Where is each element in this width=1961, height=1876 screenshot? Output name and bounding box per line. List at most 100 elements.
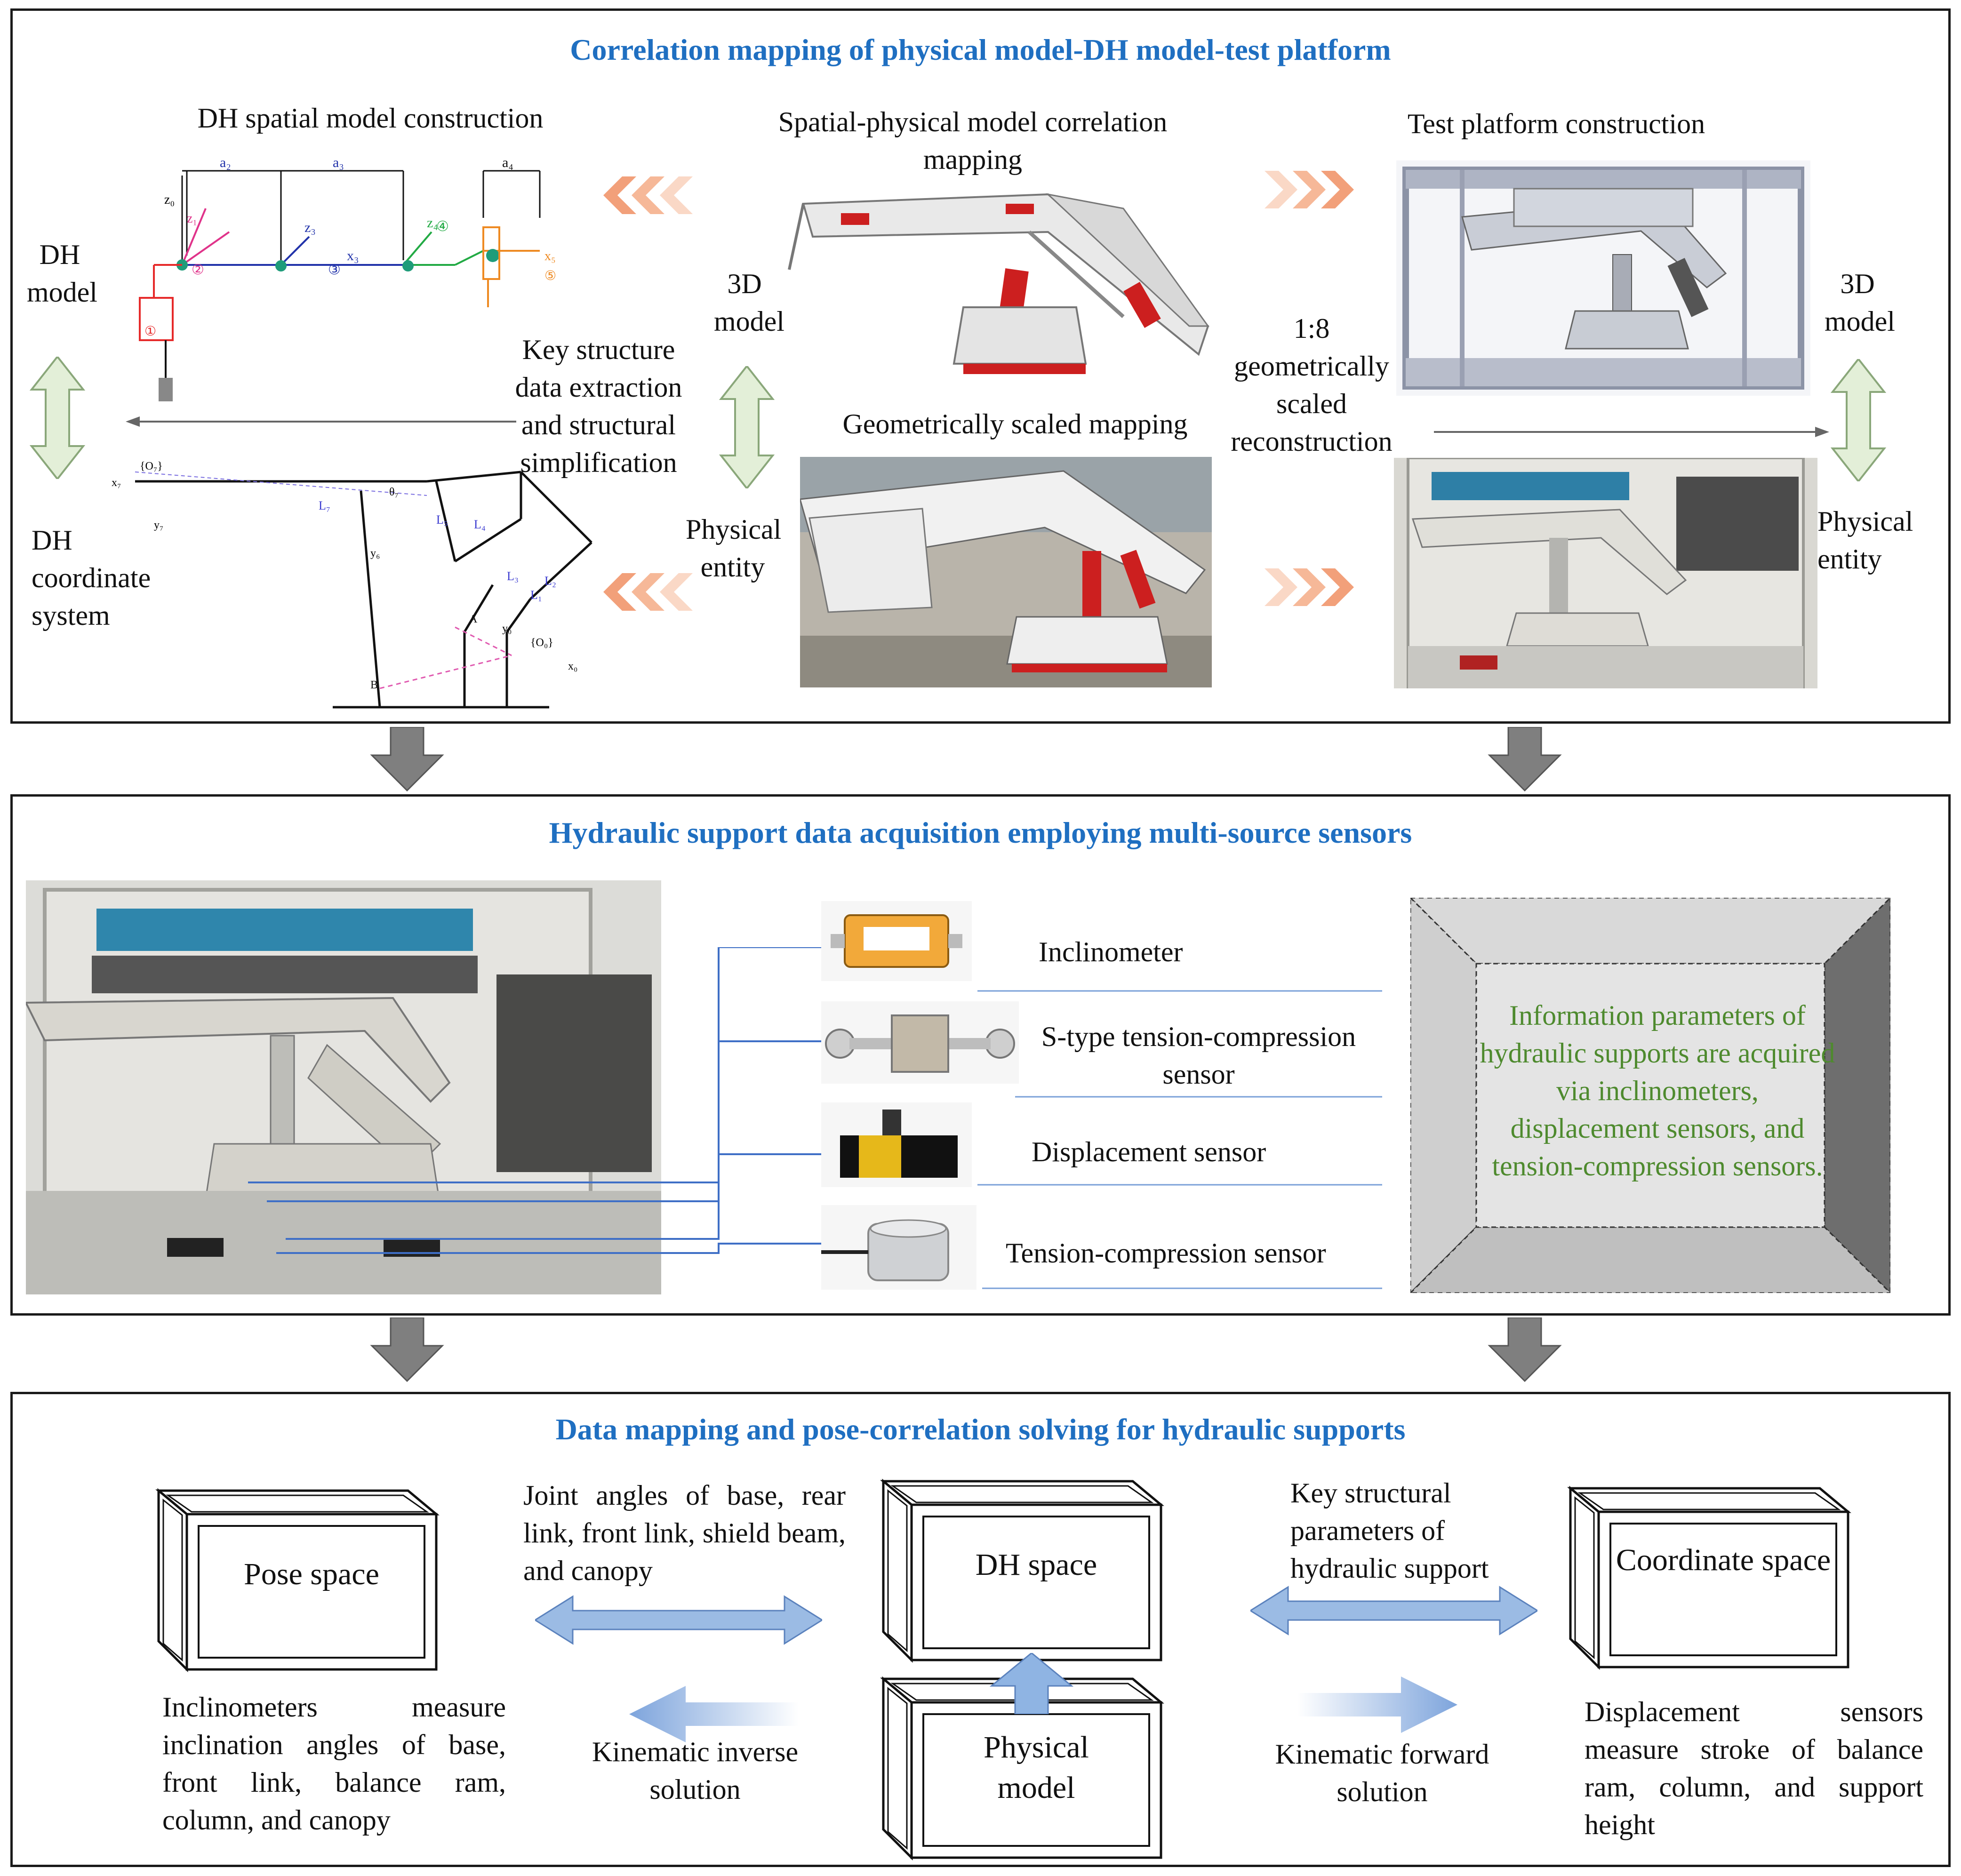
right-double-arrow (1830, 359, 1887, 481)
down-arrow-left-1 (370, 727, 444, 792)
svg-text:L₇: L₇ (319, 499, 330, 512)
displacement-sensor-image (821, 1102, 972, 1187)
right-flow-arrow (1434, 427, 1829, 437)
sensor-label-s-type: S-type tension-compression sensor (1041, 1021, 1356, 1090)
test-platform-3d-render (1396, 160, 1810, 396)
svg-text:z₄: z₄ (427, 215, 438, 231)
left-flow-arrow (126, 416, 516, 427)
key-params-text: Key structural parameters of hydraulic s… (1290, 1477, 1489, 1584)
key-structure-text: Key structure data extraction and struct… (515, 334, 682, 478)
panel1-title: Correlation mapping of physical model-DH… (570, 33, 1391, 66)
svg-text:z₁: z₁ (187, 211, 197, 226)
sensor-label-inclinometer: Inclinometer (1039, 936, 1183, 967)
svg-text:x₇: x₇ (112, 477, 121, 489)
svg-text:θ₇: θ₇ (389, 486, 399, 498)
panel2-title: Hydraulic support data acquisition emplo… (549, 816, 1412, 849)
pose-space-box (155, 1488, 440, 1673)
scaled-reconstruction-text: 1:8 geometrically scaled reconstruction (1231, 313, 1393, 457)
svg-text:{O₇}: {O₇} (140, 460, 163, 472)
dh-model-label: DH model (27, 239, 97, 308)
test-platform-photo (1394, 458, 1817, 688)
svg-text:L₂: L₂ (544, 574, 556, 588)
panel-data-acquisition: Hydraulic support data acquisition emplo… (10, 794, 1951, 1316)
svg-text:②: ② (192, 262, 204, 278)
svg-text:A: A (469, 613, 478, 625)
physical-model-label: Physical model (984, 1730, 1089, 1805)
svg-text:x₃: x₃ (347, 248, 359, 263)
mid-double-arrow (719, 366, 775, 488)
svg-text:L₃: L₃ (507, 569, 519, 583)
geo-scaled-mapping: Geometrically scaled mapping (842, 408, 1188, 439)
dh-model-diagram: a₂ a₃ a₄ z₀ z₁ z₃ x₃ z₄ x₅ ⑤ ④ ③ ② ① (139, 157, 556, 401)
svg-text:y₇: y₇ (154, 519, 163, 531)
sensor-label-displacement: Displacement sensor (1032, 1136, 1266, 1167)
joint-angles-text: Joint angles of base, rear link, front l… (523, 1480, 846, 1586)
model-3d-label-right: 3D model (1825, 268, 1895, 337)
down-arrow-right-1 (1488, 727, 1562, 792)
underline-1 (977, 990, 1382, 992)
svg-text:①: ① (144, 324, 156, 339)
panel3-title: Data mapping and pose-correlation solvin… (555, 1413, 1406, 1446)
svg-text:L₄: L₄ (474, 518, 486, 531)
info-frame (1410, 898, 1890, 1293)
svg-text:z₀: z₀ (164, 192, 175, 207)
down-arrow-right-2 (1488, 1317, 1562, 1382)
arrow-inverse-solution (629, 1686, 799, 1742)
dh-double-arrow (29, 357, 86, 479)
underline-4 (982, 1287, 1382, 1289)
dh-construction-title: DH spatial model construction (197, 103, 544, 134)
underline-3 (977, 1184, 1382, 1186)
dh-coordinate-label: DH coordinate system (32, 525, 151, 631)
chevron-right-bottom (1265, 568, 1354, 606)
sensor-label-tension: Tension-compression sensor (1006, 1237, 1326, 1269)
tension-sensor-image (821, 1205, 976, 1290)
double-arrow-pose-dh (535, 1595, 822, 1645)
test-platform-title: Test platform construction (1407, 108, 1705, 139)
forward-solution-text: Kinematic forward solution (1275, 1739, 1489, 1807)
coordinate-space-box (1567, 1485, 1851, 1670)
s-type-sensor-image (821, 1001, 1019, 1084)
up-arrow-physical-to-dh (989, 1653, 1074, 1714)
info-text: Information parameters of hydraulic supp… (1480, 1000, 1835, 1181)
svg-text:a₂: a₂ (220, 157, 231, 170)
displacement-description: Displacement sensors measure stroke of b… (1585, 1696, 1923, 1840)
svg-text:x₀: x₀ (568, 660, 577, 672)
svg-text:L₅: L₅ (436, 513, 448, 527)
model-3d-label-mid: 3D model (714, 268, 784, 337)
panel-data-mapping: Data mapping and pose-correlation solvin… (10, 1392, 1951, 1867)
double-arrow-dh-coord (1250, 1586, 1537, 1636)
svg-text:B: B (370, 679, 378, 691)
svg-text:③: ③ (328, 262, 341, 278)
svg-text:x₅: x₅ (544, 249, 556, 263)
dh-space-label: DH space (975, 1548, 1097, 1582)
chevron-left-top (603, 176, 693, 214)
panel-correlation-mapping: Correlation mapping of physical model-DH… (10, 8, 1951, 724)
physical-entity-photo (800, 457, 1212, 687)
inverse-solution-text: Kinematic inverse solution (592, 1736, 799, 1805)
underline-2 (1015, 1096, 1382, 1098)
svg-text:{O₀}: {O₀} (530, 637, 553, 649)
svg-text:a₄: a₄ (502, 157, 513, 170)
dh-coordinate-diagram: {O₇} x₇ y₇ L₇ θ₇ y₆ {O₀} x₀ y₀ L₁ A B L₅… (112, 460, 592, 709)
chevron-right-top (1265, 171, 1354, 208)
svg-text:⑤: ⑤ (544, 269, 556, 283)
chevron-left-bottom (603, 573, 693, 611)
physical-entity-mid: Physical entity (686, 514, 782, 583)
svg-text:④: ④ (436, 219, 449, 234)
physical-entity-right: Physical entity (1817, 506, 1913, 575)
arrow-forward-solution (1297, 1676, 1457, 1733)
dh-space-box (880, 1478, 1164, 1663)
sensor-connector-lines (248, 947, 836, 1254)
svg-text:L₁: L₁ (530, 588, 542, 602)
pose-space-label: Pose space (244, 1557, 379, 1591)
3d-model-render (788, 193, 1209, 374)
svg-text:y₀: y₀ (502, 623, 512, 635)
inclinometer-image (821, 901, 972, 981)
coordinate-space-label: Coordinate space (1616, 1543, 1831, 1577)
spatial-physical-title: Spatial-physical model correlation mappi… (778, 106, 1168, 175)
sensor-rig-photo (26, 880, 661, 1294)
svg-text:z₃: z₃ (304, 220, 316, 235)
svg-text:y₆: y₆ (370, 547, 380, 559)
down-arrow-left-2 (370, 1317, 444, 1382)
svg-text:a₃: a₃ (333, 157, 344, 170)
